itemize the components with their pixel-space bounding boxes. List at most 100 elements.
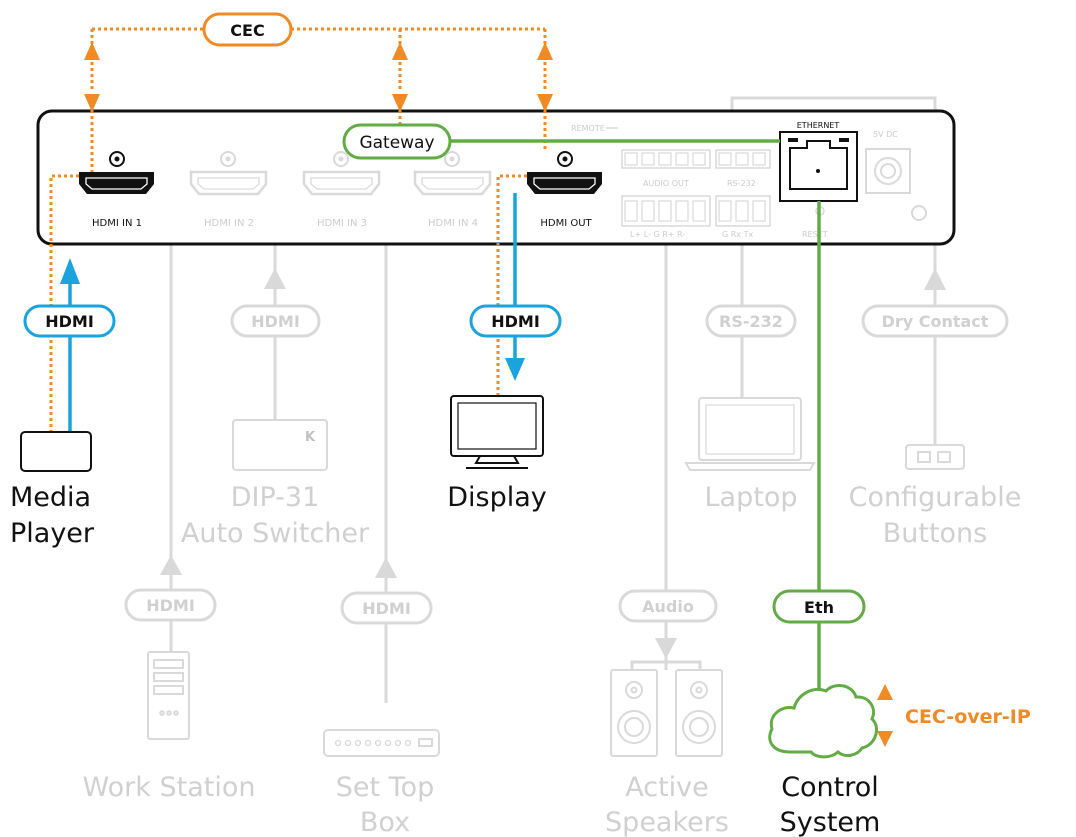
speaker-left-tweeter-dot bbox=[630, 686, 638, 694]
pill-shape bbox=[230, 304, 321, 338]
workstation-icon bbox=[147, 651, 190, 740]
display-label: Display bbox=[447, 482, 547, 513]
speaker-left-tweeter bbox=[625, 681, 643, 699]
gateway-pill-label: Gateway bbox=[359, 133, 434, 153]
speakers-bracket bbox=[630, 660, 702, 670]
terminal-pins bbox=[624, 152, 766, 222]
hdmi-in-3-label: HDMI IN 3 bbox=[317, 218, 367, 229]
dip31-hdmi-pill: HDMI bbox=[230, 304, 321, 338]
ethernet-label: ETHERNET bbox=[797, 121, 840, 130]
cec-arrow-out-down bbox=[537, 94, 553, 112]
workstation-label: Work Station bbox=[83, 772, 256, 803]
tower-slot-2 bbox=[153, 672, 184, 682]
terminal-pin bbox=[675, 152, 689, 166]
speaker-right-tweeter-dot bbox=[695, 686, 703, 694]
port-screw-dot bbox=[225, 156, 231, 162]
media-hdmi-pill-label: HDMI bbox=[45, 312, 94, 331]
rs232-pill: RS-232 bbox=[705, 304, 797, 338]
pill-shape bbox=[469, 304, 562, 338]
cec-over-ip-arrows bbox=[877, 684, 893, 747]
port-screw-dot bbox=[562, 156, 568, 162]
hdmi-connector-slot bbox=[421, 177, 484, 190]
laptop-label: Laptop bbox=[705, 482, 798, 513]
port-screw-icon bbox=[220, 151, 236, 167]
hdmi-in-3-port: HDMI IN 3 bbox=[302, 151, 381, 229]
hdmi-connector-icon bbox=[302, 170, 381, 196]
terminal-pin bbox=[718, 200, 732, 222]
settop-button bbox=[374, 739, 382, 747]
hdmi-connector-icon bbox=[527, 172, 602, 194]
pill-shape bbox=[705, 304, 797, 338]
top-terminal-1 bbox=[621, 149, 711, 169]
workstation-line bbox=[169, 181, 191, 652]
terminal-pin bbox=[675, 200, 689, 222]
speaker-right-woofer bbox=[682, 710, 716, 744]
terminal-pin bbox=[658, 200, 672, 222]
settop-icon bbox=[323, 729, 440, 757]
laptop-base bbox=[684, 462, 816, 471]
kramer-logo: K bbox=[305, 430, 316, 445]
workstation-hdmi-pill: HDMI bbox=[124, 588, 217, 622]
speaker-left-woofer-inner bbox=[624, 717, 644, 737]
pill-shape bbox=[124, 588, 217, 622]
tower-slot-3 bbox=[153, 685, 184, 695]
settop-body bbox=[323, 729, 440, 757]
display-hdmi-pill: HDMI bbox=[469, 304, 562, 338]
dip31-label-1: DIP-31 bbox=[231, 482, 320, 513]
media-up-arrowhead bbox=[60, 258, 80, 284]
dip31-label-2: Auto Switcher bbox=[181, 518, 370, 549]
settop-button bbox=[334, 739, 342, 747]
audio-arrowhead bbox=[655, 638, 677, 659]
rs232-pill-label: RS-232 bbox=[719, 312, 783, 331]
tower-slot-1 bbox=[153, 659, 184, 669]
hdmi-connector-slot bbox=[310, 177, 373, 190]
port-screw-icon bbox=[109, 151, 125, 167]
control-label-1: Control bbox=[781, 772, 879, 803]
terminal-pin bbox=[641, 152, 655, 166]
display-inner bbox=[457, 402, 537, 450]
speaker-right-woofer-inner bbox=[689, 717, 709, 737]
speaker-left-woofer bbox=[617, 710, 651, 744]
dip31-hdmi-pill-label: HDMI bbox=[251, 312, 300, 331]
cloud-icon bbox=[768, 684, 878, 759]
ethernet-jack-opening bbox=[789, 140, 848, 190]
workstation-arrowhead bbox=[160, 555, 182, 575]
tower-led-1 bbox=[159, 710, 165, 716]
port-screw-icon bbox=[444, 151, 460, 167]
cec-over-ip-up-arrow bbox=[877, 684, 893, 700]
media-player-icon bbox=[20, 431, 92, 472]
hdmi-connector-slot bbox=[197, 177, 260, 190]
settop-label-2: Box bbox=[360, 807, 410, 837]
cec-arrow-gw-up bbox=[392, 42, 408, 60]
settop-button bbox=[354, 739, 362, 747]
cec-pill-label: CEC bbox=[230, 21, 264, 40]
pill-shape bbox=[618, 589, 718, 623]
display-stand bbox=[466, 455, 528, 469]
workstation-hdmi-pill-label: HDMI bbox=[146, 596, 195, 615]
top-terminal-2 bbox=[715, 149, 771, 169]
hdmi-in-2-label: HDMI IN 2 bbox=[204, 218, 254, 229]
rs232-port-label: RS-232 bbox=[727, 179, 756, 188]
settop-buttons bbox=[334, 739, 412, 747]
dc-jack-ring bbox=[874, 157, 902, 185]
speakers-label-1: Active bbox=[625, 772, 709, 803]
faded-arrowheads bbox=[160, 268, 946, 659]
hdmi-connector-slot bbox=[85, 177, 148, 190]
hdmi-connector-icon bbox=[413, 170, 492, 196]
eth-pill: Eth bbox=[772, 589, 866, 624]
cec-arrow-out-up bbox=[537, 42, 553, 60]
media-player-label-1: Media bbox=[10, 482, 91, 513]
bottom-terminal-1 bbox=[621, 195, 711, 227]
ethernet-led-right bbox=[839, 138, 849, 142]
display-icon bbox=[450, 395, 544, 469]
settop-button bbox=[364, 739, 372, 747]
dc-jack: 5V DC bbox=[865, 130, 927, 221]
tower-led-3 bbox=[173, 710, 179, 716]
audio-out-label: AUDIO OUT bbox=[643, 179, 689, 188]
speakers-icon bbox=[610, 669, 723, 757]
port-screw-dot bbox=[114, 156, 120, 162]
hdmi-out-port: HDMI OUT bbox=[527, 151, 602, 229]
display-hdmi-pill-label: HDMI bbox=[491, 312, 540, 331]
pill-shape bbox=[23, 304, 116, 338]
hdmi-connector-slot bbox=[533, 177, 596, 190]
